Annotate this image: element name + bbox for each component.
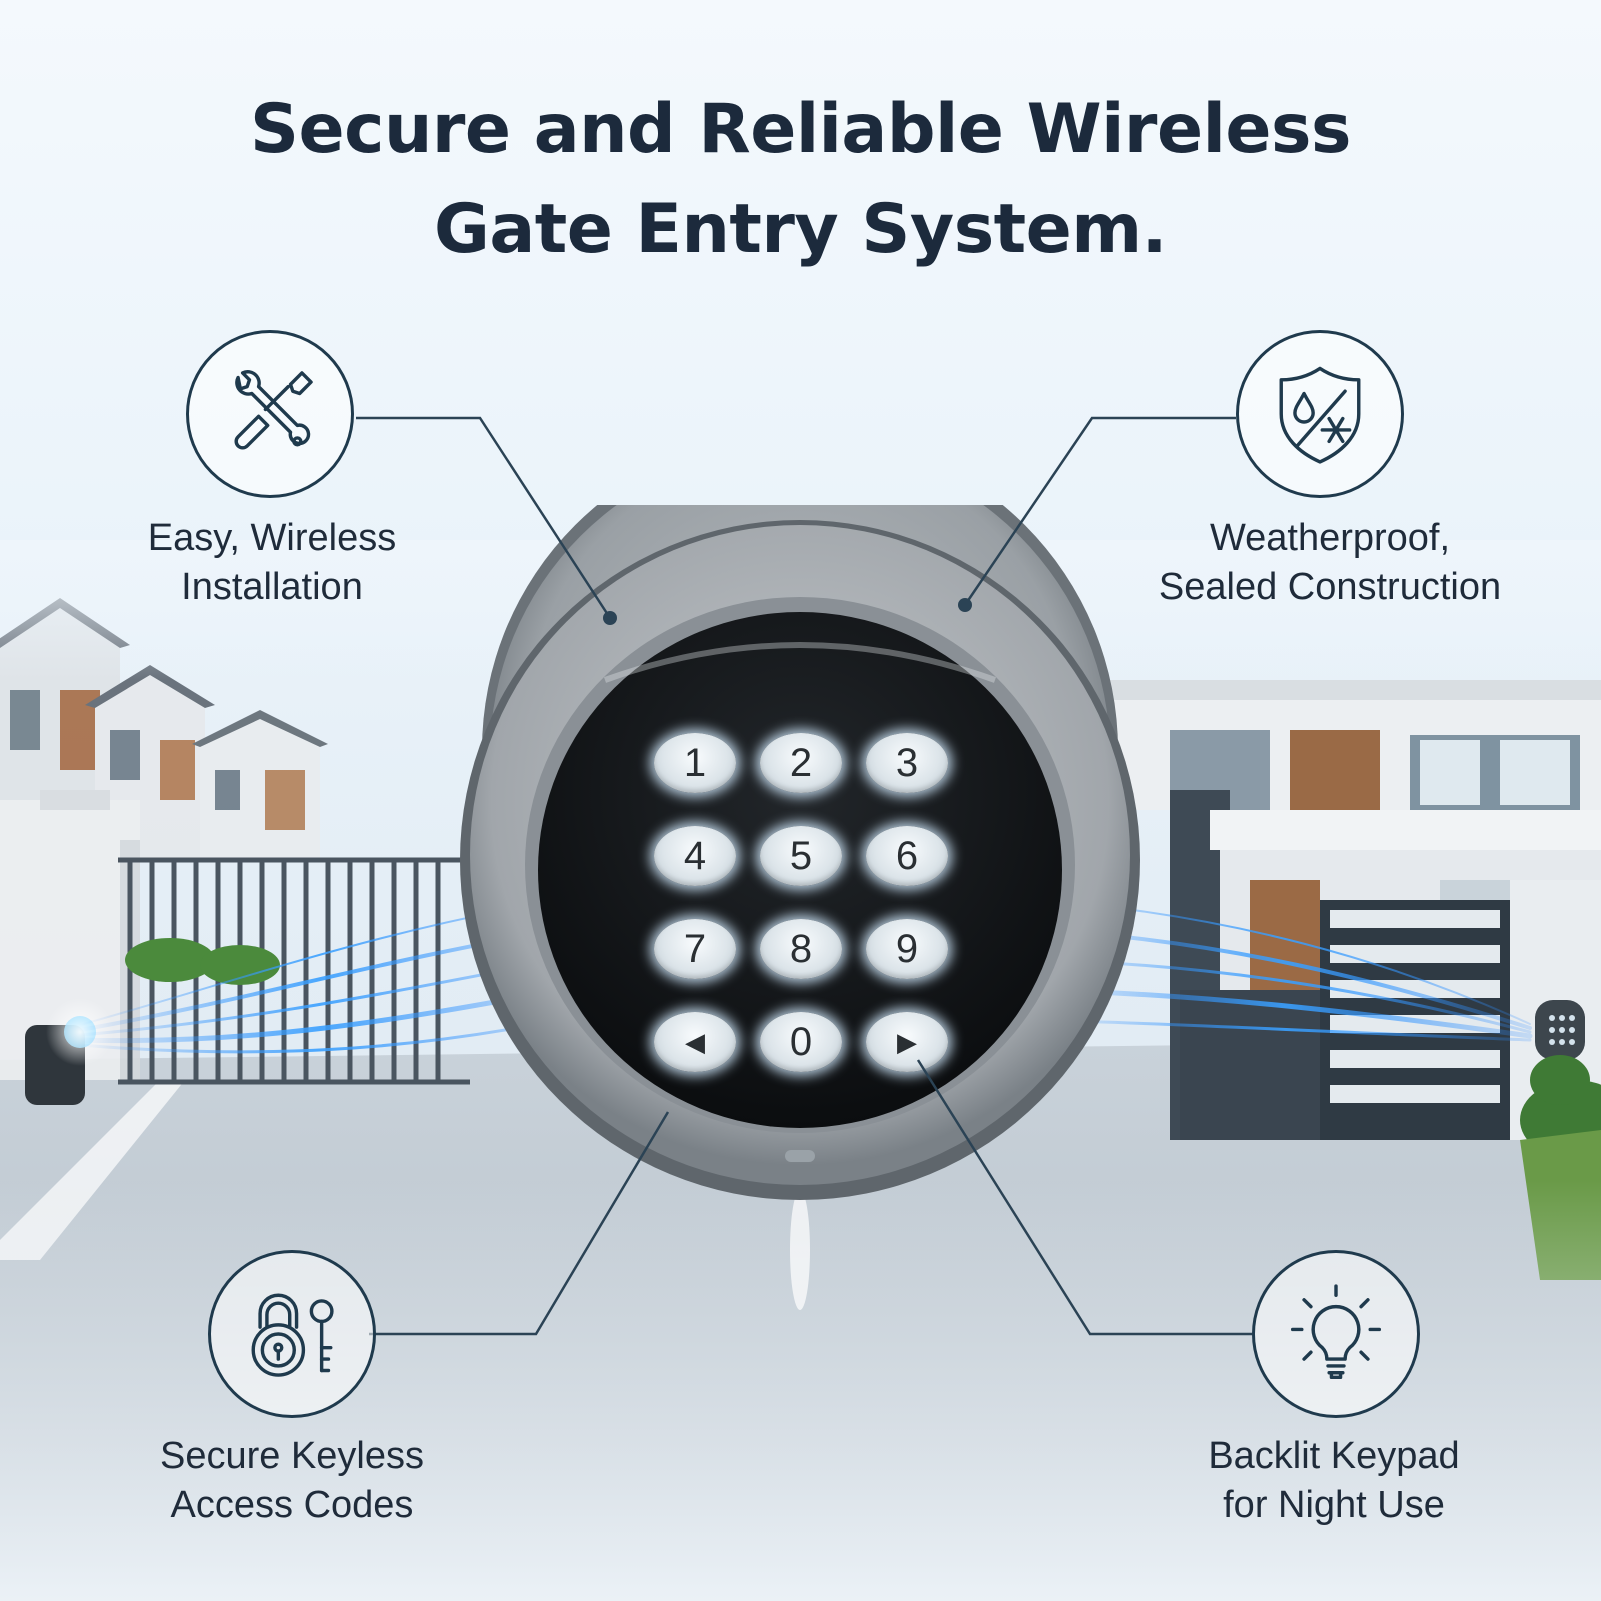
- feature-access-line-1: Secure Keyless: [159, 1435, 424, 1477]
- weather-shield-icon: [1279, 366, 1361, 464]
- feature-weatherproof-line-2: Sealed Construction: [1158, 566, 1502, 608]
- key-5[interactable]: 5: [760, 826, 842, 886]
- key-right-arrow[interactable]: ▶: [866, 1012, 948, 1072]
- lightbulb-icon: [1290, 1284, 1382, 1380]
- key-9[interactable]: 9: [866, 919, 948, 979]
- feature-icon-access-codes: [208, 1250, 376, 1418]
- tools-icon: [234, 370, 313, 450]
- keypad-led: [785, 1150, 815, 1162]
- hedge-left: [125, 938, 280, 985]
- feature-icon-backlit: [1252, 1250, 1420, 1418]
- feature-icon-weatherproof: [1236, 330, 1404, 498]
- headline-line-1: Secure and Reliable Wireless: [250, 90, 1351, 169]
- key-1[interactable]: 1: [654, 733, 736, 793]
- key-2[interactable]: 2: [760, 733, 842, 793]
- feature-installation-line-1: Easy, Wireless: [147, 517, 397, 559]
- feature-label-backlit: Backlit Keypad for Night Use: [1124, 1432, 1544, 1530]
- headline-line-2: Gate Entry System.: [434, 190, 1168, 269]
- feature-weatherproof-line-1: Weatherproof,: [1209, 517, 1451, 559]
- key-0[interactable]: 0: [760, 1012, 842, 1072]
- feature-label-access-codes: Secure Keyless Access Codes: [82, 1432, 502, 1530]
- key-7[interactable]: 7: [654, 919, 736, 979]
- key-left-arrow[interactable]: ◀: [654, 1012, 736, 1072]
- key-6[interactable]: 6: [866, 826, 948, 886]
- feature-label-installation: Easy, Wireless Installation: [62, 514, 482, 612]
- feature-icon-installation: [186, 330, 354, 498]
- feature-backlit-line-1: Backlit Keypad: [1208, 1435, 1460, 1477]
- key-4[interactable]: 4: [654, 826, 736, 886]
- feature-backlit-line-2: for Night Use: [1223, 1484, 1445, 1526]
- left-gate: [118, 857, 470, 1085]
- headline: Secure and Reliable Wireless Gate Entry …: [0, 80, 1601, 280]
- key-3[interactable]: 3: [866, 733, 948, 793]
- padlock-key-icon: [251, 1293, 334, 1377]
- feature-label-weatherproof: Weatherproof, Sealed Construction: [1120, 514, 1540, 612]
- key-8[interactable]: 8: [760, 919, 842, 979]
- feature-access-line-2: Access Codes: [170, 1484, 414, 1526]
- feature-installation-line-2: Installation: [181, 566, 363, 608]
